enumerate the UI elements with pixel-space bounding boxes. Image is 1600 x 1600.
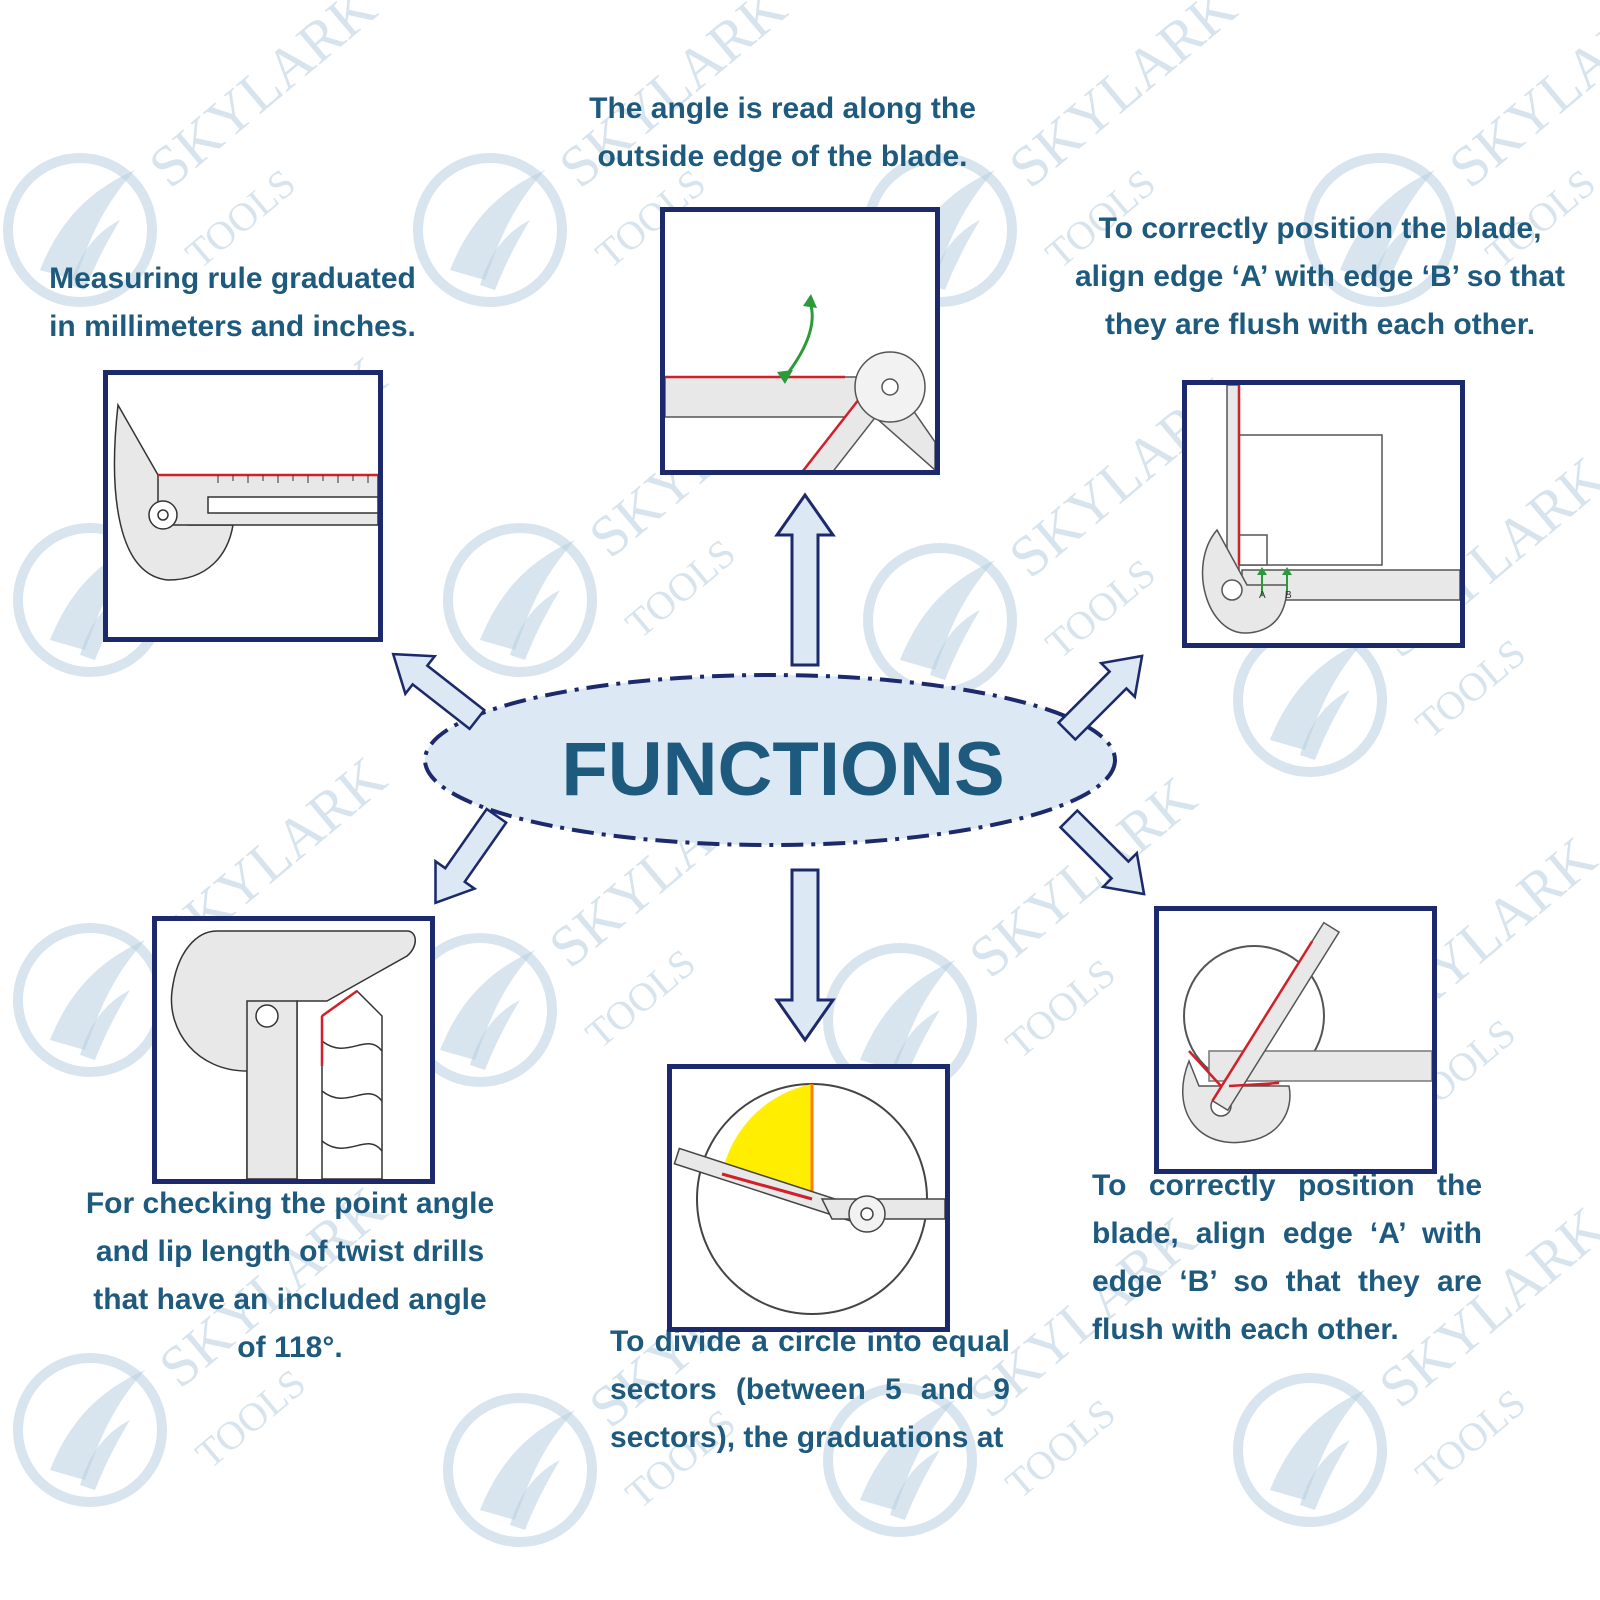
arrow-lower-right-block-arrow-icon [1050,800,1163,913]
edge-a-label: A [1259,590,1266,601]
caption-bottom-center: To divide a circle into equal sectors (b… [610,1325,1010,1454]
caption-bottom-center-clip: To divide a circle into equal sectors (b… [610,1318,1010,1498]
functions-ellipse [423,673,1117,847]
figure-flush-alignment: A B [1182,380,1465,648]
arrow-up-block-arrow-icon [775,493,835,667]
caption-top: The angle is read along the outside edge… [589,92,976,173]
edge-b-label: B [1285,590,1292,601]
figure-measuring-rule [103,370,383,642]
arrow-down-block-arrow-icon [775,868,835,1042]
figure-circle-division [667,1064,950,1332]
figure-angle-reading [660,207,940,475]
caption-bottom-left: For checking the point angle and lip len… [85,1187,495,1364]
arrow-upper-right-block-arrow-icon [1048,637,1161,750]
arrow-upper-left-block-arrow-icon [377,634,493,740]
figure-blade-alignment [1154,906,1437,1174]
figure-twist-drill [152,916,435,1184]
caption-bottom-right: To correctly position the blade, align e… [1092,1169,1482,1346]
arrow-lower-left-block-arrow-icon [414,800,518,918]
functions-label: FUNCTIONS [561,727,1004,812]
caption-top-right: To correctly position the blade, align e… [1074,212,1566,341]
caption-top-left: Measuring rule graduated in millimeters … [49,262,416,343]
